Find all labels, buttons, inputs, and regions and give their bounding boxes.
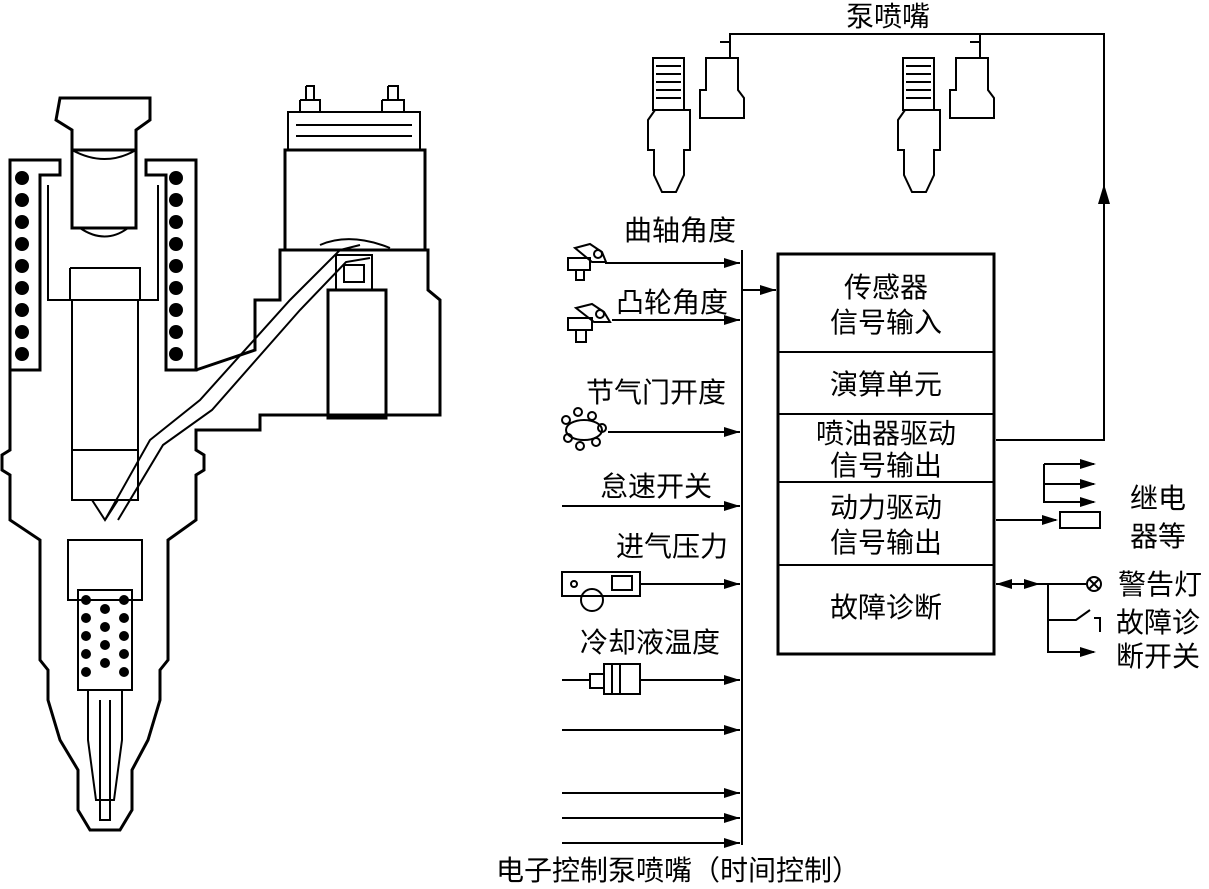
lamp-icon <box>1086 576 1102 592</box>
ecu-sensor-input-line2: 信号输入 <box>830 306 942 339</box>
nozzle-spring <box>81 595 129 677</box>
return-spring-left <box>15 171 29 361</box>
crank-sensor-icon <box>567 242 608 281</box>
temp-sensor-icon <box>562 663 641 695</box>
throttle-sensor-icon <box>561 407 607 451</box>
input-crank-angle-label: 曲轴角度 <box>624 214 736 247</box>
figure-caption: 电子控制泵喷嘴（时间控制） <box>496 854 860 887</box>
ecu-injector-drive-line1: 喷油器驱动 <box>816 417 956 450</box>
input-coolant-temp-label: 冷却液温度 <box>580 626 720 659</box>
diag-switch-label-line2: 断开关 <box>1116 640 1200 673</box>
cam-sensor-icon <box>567 302 612 343</box>
output-wiring <box>996 459 1101 657</box>
injector-icon <box>647 41 745 193</box>
diag-switch-label-line1: 故障诊 <box>1116 606 1200 639</box>
pressure-sensor-icon <box>561 571 641 612</box>
ecu-power-drive-line1: 动力驱动 <box>830 491 942 524</box>
relay-label-line2: 器等 <box>1130 520 1186 553</box>
pump-injector-cross-section <box>0 85 442 832</box>
input-throttle-label: 节气门开度 <box>586 376 726 409</box>
input-intake-pressure-label: 进气压力 <box>616 530 728 563</box>
input-idle-switch-label: 怠速开关 <box>600 470 712 503</box>
ecu-injector-drive-line2: 信号输出 <box>830 449 942 482</box>
ecu-power-drive-line2: 信号输出 <box>830 526 942 559</box>
return-spring-right <box>169 171 183 361</box>
relay-label-line1: 继电 <box>1130 482 1186 515</box>
ecu-compute-unit: 演算单元 <box>830 368 942 401</box>
input-cam-angle-label: 凸轮角度 <box>616 286 728 319</box>
ecu-diagnosis: 故障诊断 <box>830 591 942 624</box>
top-label: 泵喷嘴 <box>846 0 930 33</box>
ecu-block: 传感器 信号输入 演算单元 喷油器驱动 信号输出 动力驱动 信号输出 故障诊断 <box>776 252 996 656</box>
injector-icon <box>897 41 995 193</box>
input-arrows <box>562 258 740 848</box>
relay-icon <box>1059 511 1101 529</box>
warning-lamp-label: 警告灯 <box>1118 568 1202 601</box>
ecu-sensor-input-line1: 传感器 <box>844 271 928 304</box>
